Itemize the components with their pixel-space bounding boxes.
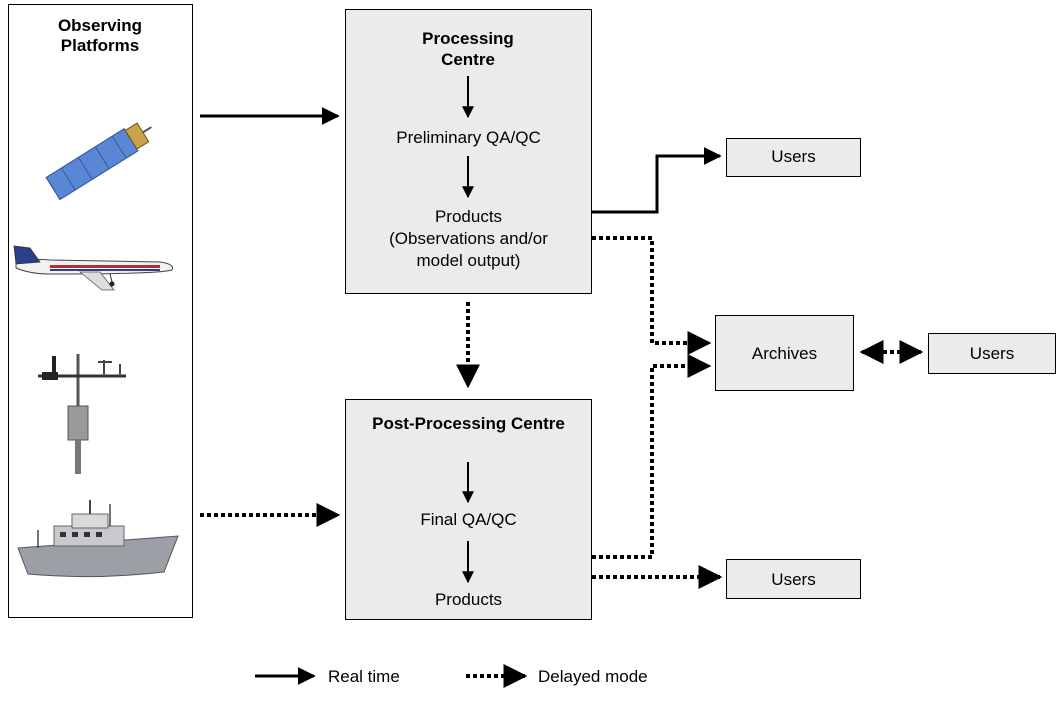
arrow-processing-to-archives: [592, 236, 712, 355]
aircraft-icon: [13, 245, 173, 291]
users-box-top: [726, 138, 861, 177]
arrow-post-to-archives: [592, 354, 712, 559]
ship-icon: [17, 500, 179, 578]
weather-station-icon: [38, 354, 126, 474]
final-qaqc-label: Final QA/QC: [420, 510, 517, 529]
post-processing-centre-title: Post-Processing Centre: [372, 414, 565, 433]
post-processing-centre-box: [345, 399, 592, 620]
processing-centre-title: Processing Centre: [422, 29, 514, 69]
post-products-label: Products: [434, 590, 503, 609]
users-label-bottom: Users: [771, 570, 816, 589]
legend-real-time-label: Real time: [328, 667, 400, 686]
archives-box: [715, 315, 854, 391]
products-detail-line2: model output): [416, 251, 521, 270]
archives-label: Archives: [751, 344, 818, 363]
users-label-archive: Users: [969, 344, 1015, 363]
users-box-bottom: [726, 559, 861, 599]
arrow-processing-to-users: [592, 147, 722, 214]
products-label: Products: [434, 207, 503, 226]
satellite-icon: [45, 122, 152, 201]
observing-platforms-title: Observing Platforms: [57, 16, 143, 55]
processing-centre-box: [345, 9, 592, 294]
preliminary-qaqc-label: Preliminary QA/QC: [396, 128, 541, 147]
users-label-top: Users: [771, 147, 816, 166]
products-detail-line1: (Observations and/or: [389, 229, 548, 248]
legend-delayed-mode-label: Delayed mode: [538, 667, 648, 686]
users-box-archive: [928, 333, 1056, 374]
